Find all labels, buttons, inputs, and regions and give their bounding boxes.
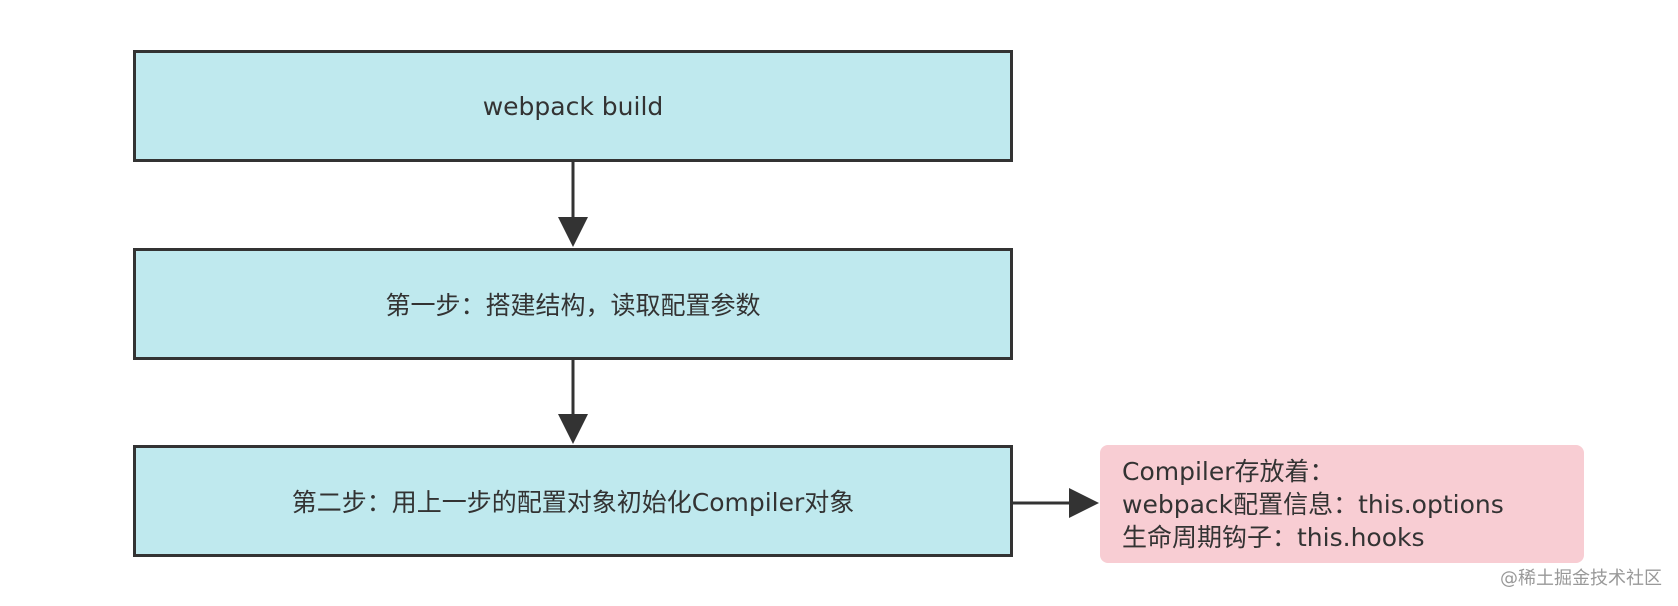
step-label: webpack build [482,91,664,121]
compiler-note: Compiler存放着： webpack配置信息：this.options 生命… [1100,445,1584,563]
step-box-second-step: 第二步：用上一步的配置对象初始化Compiler对象 [133,445,1013,557]
note-line: Compiler存放着： [1122,457,1335,486]
note-line: 生命周期钩子：this.hooks [1122,523,1425,552]
note-line: webpack配置信息：this.options [1122,490,1504,519]
step-label: 第二步：用上一步的配置对象初始化Compiler对象 [291,488,855,517]
step-box-webpack-build: webpack build [133,50,1013,162]
step-box-first-step: 第一步：搭建结构，读取配置参数 [133,248,1013,360]
watermark: @稀土掘金技术社区 [1500,568,1662,589]
step-label: 第一步：搭建结构，读取配置参数 [385,291,761,320]
